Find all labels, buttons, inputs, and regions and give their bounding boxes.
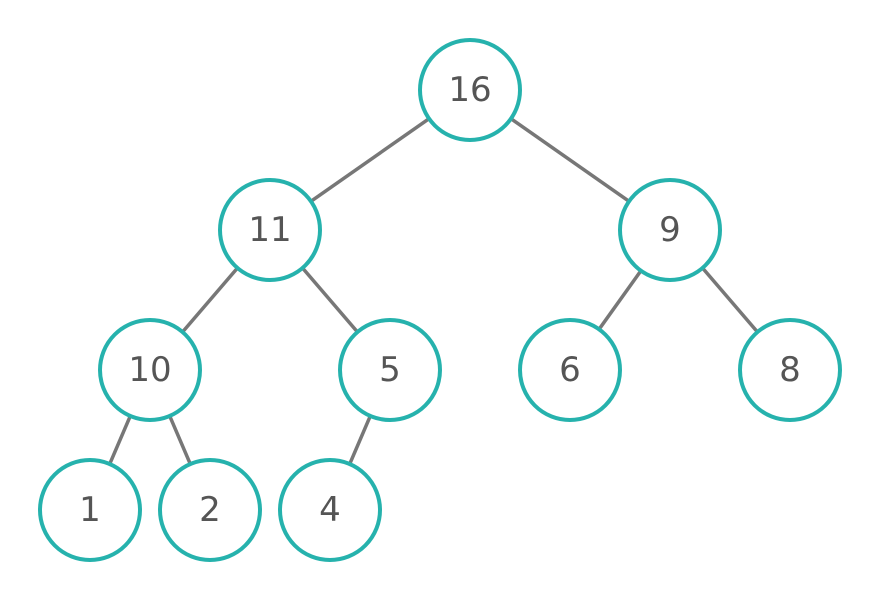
- node-label: 16: [448, 70, 491, 110]
- node-circle: [338, 318, 442, 422]
- node-label: 5: [379, 350, 401, 390]
- tree-edge: [509, 117, 631, 203]
- tree-edge: [168, 415, 192, 465]
- node-label: 10: [128, 350, 171, 390]
- tree-node-16: 16: [418, 38, 522, 142]
- tree-node-9: 9: [618, 178, 722, 282]
- node-label: 4: [319, 490, 341, 530]
- tree-edge: [701, 266, 759, 334]
- tree-edge: [301, 266, 359, 334]
- node-label: 6: [559, 350, 581, 390]
- tree-node-4: 4: [278, 458, 382, 562]
- tree-edge: [348, 415, 372, 465]
- node-label: 9: [659, 210, 681, 250]
- node-label: 11: [248, 210, 291, 250]
- tree-node-2: 2: [158, 458, 262, 562]
- node-circle: [278, 458, 382, 562]
- node-circle: [618, 178, 722, 282]
- tree-edges: [108, 117, 759, 465]
- tree-edge: [597, 269, 643, 331]
- tree-edge: [309, 117, 431, 203]
- tree-node-11: 11: [218, 178, 322, 282]
- node-circle: [418, 38, 522, 142]
- tree-node-5: 5: [338, 318, 442, 422]
- tree-node-6: 6: [518, 318, 622, 422]
- node-circle: [98, 318, 202, 422]
- node-circle: [738, 318, 842, 422]
- node-circle: [38, 458, 142, 562]
- tree-edge: [108, 415, 132, 465]
- tree-node-1: 1: [38, 458, 142, 562]
- node-label: 2: [199, 490, 221, 530]
- tree-edge: [181, 266, 239, 334]
- tree-node-8: 8: [738, 318, 842, 422]
- tree-node-10: 10: [98, 318, 202, 422]
- node-label: 1: [79, 490, 101, 530]
- node-label: 8: [779, 350, 801, 390]
- node-circle: [518, 318, 622, 422]
- node-circle: [218, 178, 322, 282]
- node-circle: [158, 458, 262, 562]
